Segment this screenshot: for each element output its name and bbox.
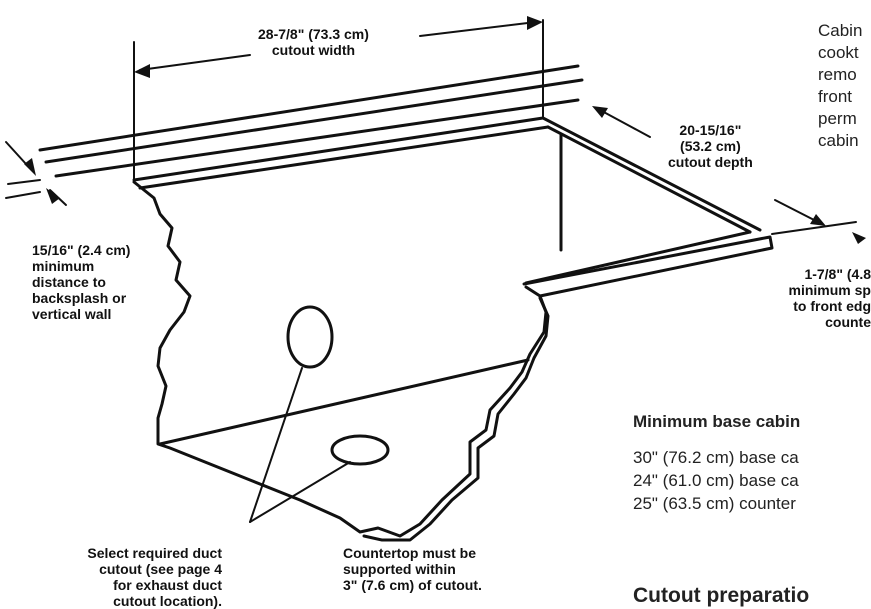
side-note: Cabin cookt remo front perm cabin (818, 21, 863, 150)
section-heading: Cutout preparatio (633, 584, 810, 607)
ext-15-16-left2 (5, 191, 41, 199)
cabinet-cutaway-outline-inner (362, 296, 550, 542)
backsplash-line-top (38, 64, 580, 152)
backsplash-line-2 (44, 78, 584, 164)
duct-cutout-label: Select required duct cutout (see page 4 … (87, 545, 222, 609)
duct-cutout-wall (286, 305, 334, 369)
dim-depth-line-top (599, 109, 651, 138)
dim-15-16-line-a (5, 141, 27, 165)
min-base-line-2: 24" (61.0 cm) base ca (633, 471, 799, 490)
duct-cutout-floor (330, 434, 390, 466)
depth-ext-line (771, 221, 857, 235)
arrow-depth-bottom (810, 214, 826, 226)
arrow-width-right (527, 16, 543, 30)
dim-depth-line-bottom (774, 199, 819, 223)
cutout-width-label: 28-7/8" (73.3 cm) cutout width (258, 26, 369, 58)
arrow-15-16-top (24, 158, 36, 176)
front-edge-label: 1-7/8" (4.8 minimum sp to front edg coun… (788, 266, 871, 330)
cutout-back-edge (132, 116, 762, 232)
cutout-inner-back (138, 125, 550, 190)
cabinet-interior-line (158, 358, 530, 446)
cutout-inner-side (546, 125, 752, 234)
front-strip (522, 235, 774, 298)
min-base-line-3: 25" (63.5 cm) counter (633, 494, 796, 513)
dim-width-line-right (419, 21, 537, 37)
duct-leader-1 (249, 367, 303, 523)
min-base-heading: Minimum base cabin (633, 412, 801, 431)
cabinet-cutaway-outline (132, 180, 548, 538)
ext-15-16-left (7, 179, 41, 185)
arrow-15-16-bottom (46, 188, 60, 204)
duct-leader-2 (249, 461, 351, 523)
cutout-depth-label: 20-15/16" (53.2 cm) cutout depth (668, 122, 753, 170)
support-label: Countertop must be supported within 3" (… (343, 545, 482, 593)
backsplash-line-3 (54, 98, 580, 178)
backsplash-distance-label: 15/16" (2.4 cm) minimum distance to back… (32, 242, 131, 322)
arrow-width-left (134, 64, 150, 78)
arrow-depth-top (592, 106, 608, 118)
dim-width-line-left (139, 54, 251, 71)
arrow-front-edge (852, 232, 866, 244)
min-base-line-1: 30" (76.2 cm) base ca (633, 448, 799, 467)
cutout-front-inner (524, 230, 752, 285)
